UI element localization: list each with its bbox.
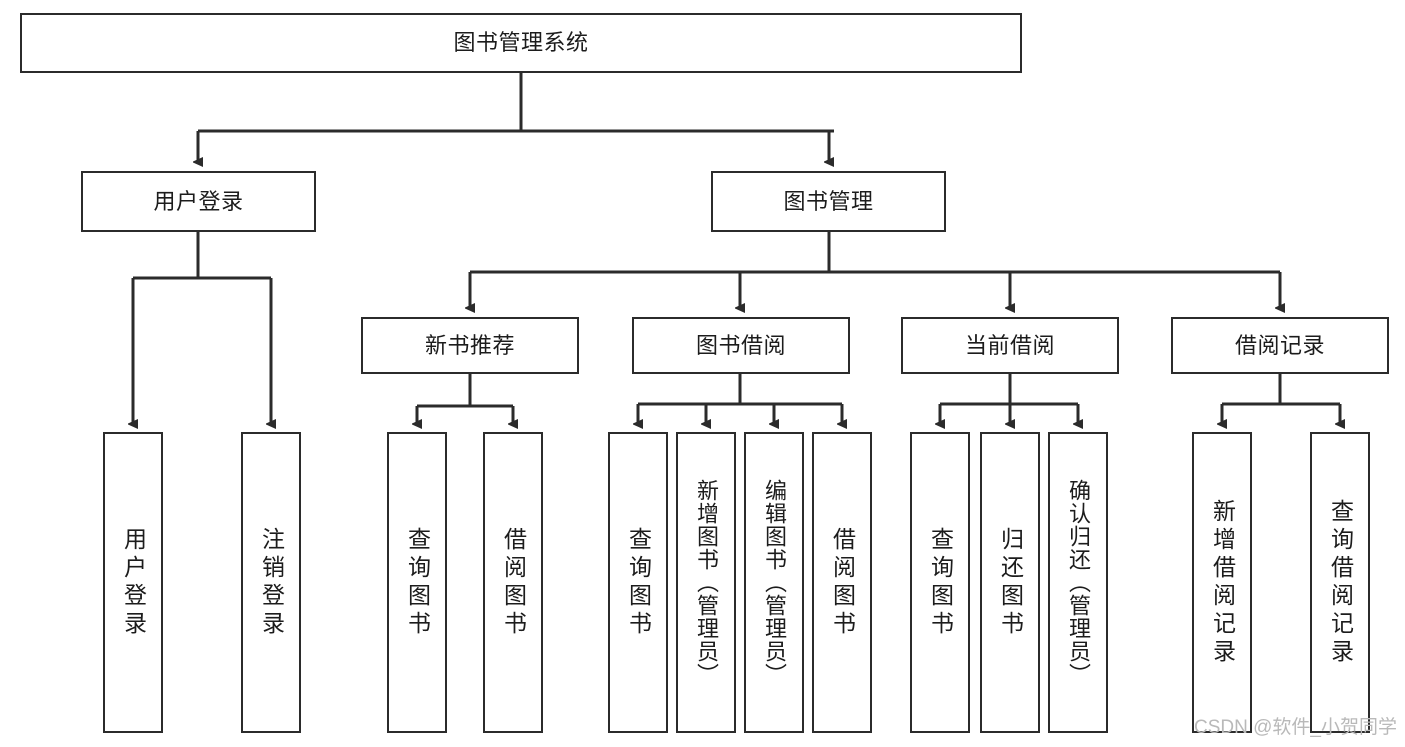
watermark: CSDN @软件_小贺同学: [1194, 717, 1397, 738]
leaf-confirm-return-admin[interactable]: 确认归还（管理员）: [1048, 432, 1108, 733]
leaf-logout[interactable]: 注销登录: [241, 432, 301, 733]
node-borrowing-records-label: 借阅记录: [1234, 332, 1325, 358]
node-current-borrowing[interactable]: 当前借阅: [901, 317, 1119, 374]
leaf-query-borrow-record[interactable]: 查询借阅记录: [1310, 432, 1370, 733]
leaf-query-borrow-record-label: 查询借阅记录: [1327, 498, 1354, 667]
leaf-add-book-admin-label: 新增图书（管理员）: [694, 479, 719, 686]
leaf-user-login-label: 用户登录: [120, 526, 147, 639]
leaf-borrow-book-recommend-label: 借阅图书: [500, 526, 527, 639]
leaf-add-book-admin[interactable]: 新增图书（管理员）: [676, 432, 736, 733]
leaf-add-borrow-record[interactable]: 新增借阅记录: [1192, 432, 1252, 733]
node-new-book-recommendation[interactable]: 新书推荐: [361, 317, 579, 374]
leaf-query-book-borrow[interactable]: 查询图书: [608, 432, 668, 733]
leaf-query-book-recommend[interactable]: 查询图书: [387, 432, 447, 733]
leaf-borrow-book[interactable]: 借阅图书: [812, 432, 872, 733]
node-root[interactable]: 图书管理系统: [20, 13, 1022, 73]
node-book-borrowing-label: 图书借阅: [695, 332, 786, 358]
leaf-return-book[interactable]: 归还图书: [980, 432, 1040, 733]
leaf-user-login[interactable]: 用户登录: [103, 432, 163, 733]
node-book-management-label: 图书管理: [783, 188, 874, 214]
node-user-login[interactable]: 用户登录: [81, 171, 316, 232]
node-current-borrowing-label: 当前借阅: [964, 332, 1055, 358]
node-book-borrowing[interactable]: 图书借阅: [632, 317, 850, 374]
leaf-edit-book-admin-label: 编辑图书（管理员）: [762, 479, 787, 686]
leaf-borrow-book-label: 借阅图书: [829, 526, 856, 639]
node-book-management[interactable]: 图书管理: [711, 171, 946, 232]
leaf-logout-label: 注销登录: [258, 526, 285, 639]
leaf-query-book-recommend-label: 查询图书: [404, 526, 431, 639]
node-borrowing-records[interactable]: 借阅记录: [1171, 317, 1389, 374]
leaf-confirm-return-admin-label: 确认归还（管理员）: [1066, 479, 1091, 686]
leaf-query-book-current-label: 查询图书: [927, 526, 954, 639]
node-user-login-label: 用户登录: [153, 188, 244, 214]
leaf-query-book-borrow-label: 查询图书: [625, 526, 652, 639]
leaf-query-book-current[interactable]: 查询图书: [910, 432, 970, 733]
leaf-add-borrow-record-label: 新增借阅记录: [1209, 498, 1236, 667]
leaf-edit-book-admin[interactable]: 编辑图书（管理员）: [744, 432, 804, 733]
leaf-return-book-label: 归还图书: [997, 526, 1024, 639]
leaf-borrow-book-recommend[interactable]: 借阅图书: [483, 432, 543, 733]
node-root-label: 图书管理系统: [453, 30, 589, 56]
node-new-book-recommendation-label: 新书推荐: [424, 332, 515, 358]
